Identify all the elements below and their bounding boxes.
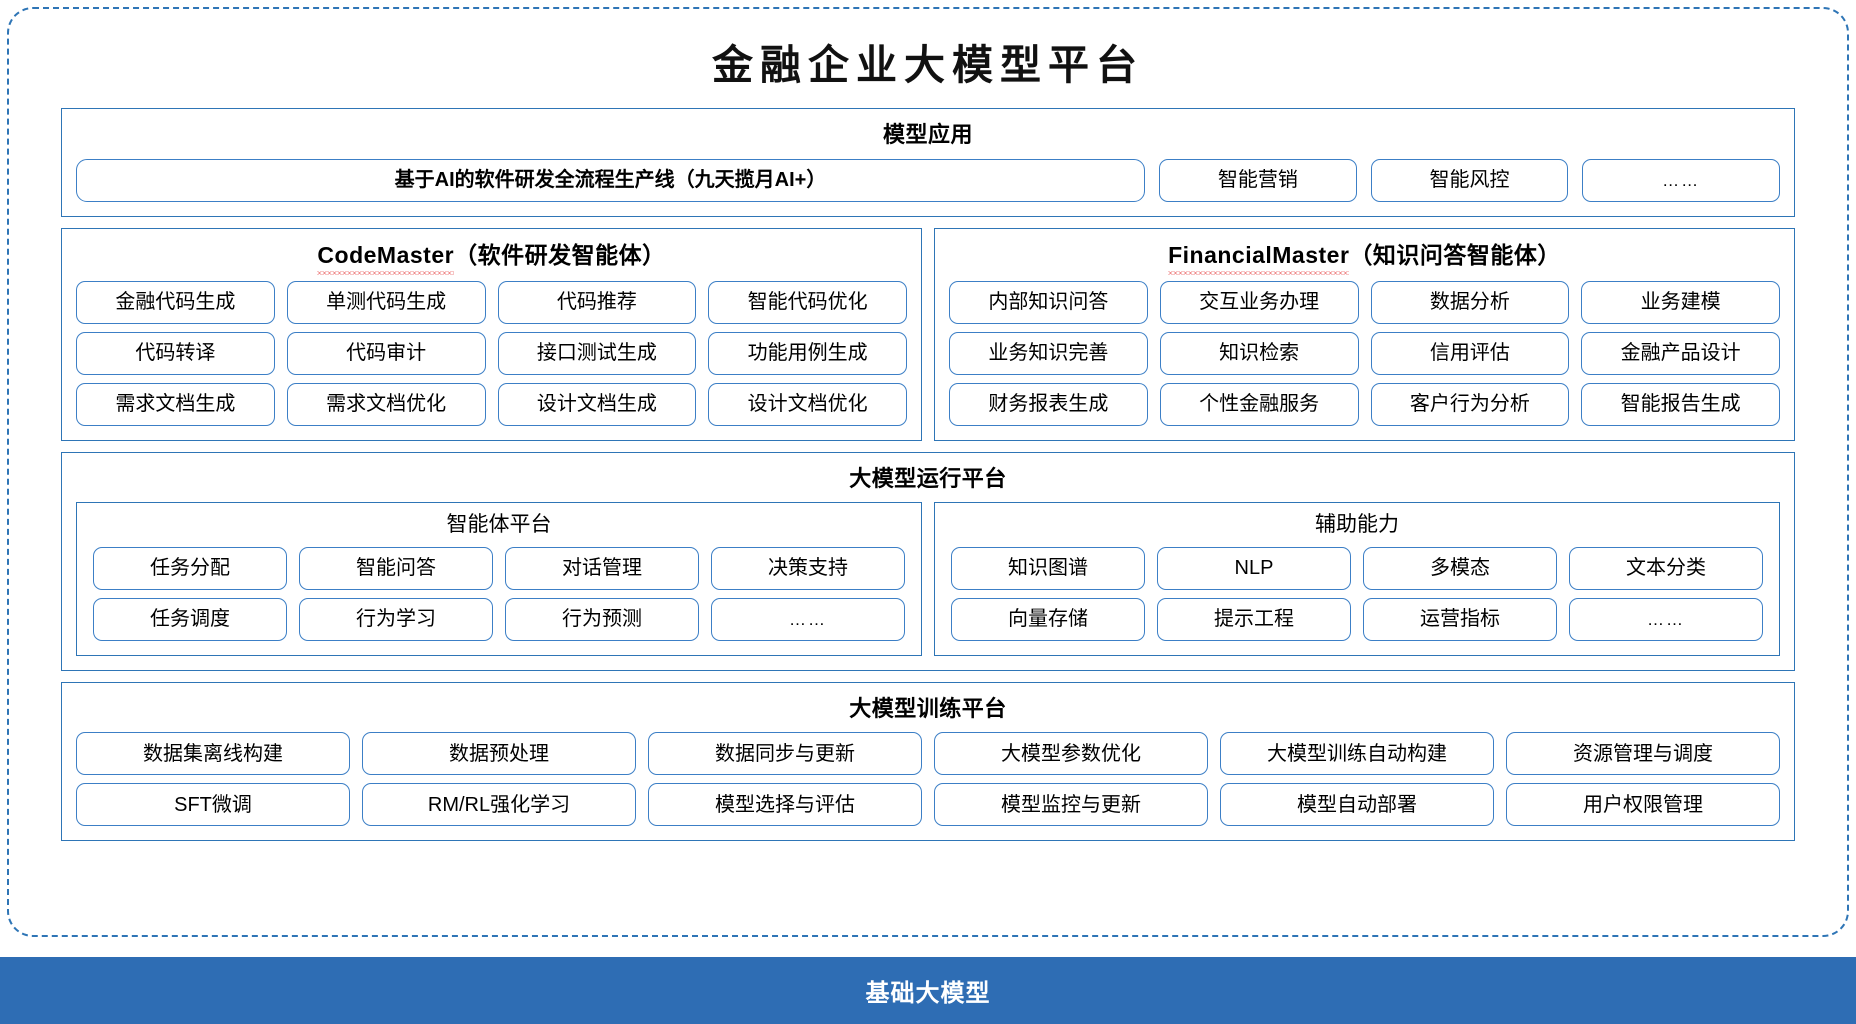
pill-code-master-0-1[interactable]: 单测代码生成 — [286, 280, 486, 324]
auxiliary-row-1: 知识图谱 NLP 多模态 文本分类 — [951, 546, 1763, 590]
code-master-name: CodeMaster — [317, 240, 454, 275]
pill-auxiliary-1-2[interactable]: 运营指标 — [1363, 597, 1557, 641]
pill-training-1-0[interactable]: SFT微调 — [76, 783, 350, 827]
financial-master-row-1: 内部知识问答 交互业务办理 数据分析 业务建模 — [949, 280, 1780, 324]
pill-training-0-5[interactable]: 资源管理与调度 — [1506, 732, 1780, 776]
section-title-model-application: 模型应用 — [882, 122, 973, 147]
pill-agent-platform-1-2[interactable]: 行为预测 — [505, 597, 699, 641]
pill-code-master-0-0[interactable]: 金融代码生成 — [76, 280, 275, 324]
financial-master-row-2: 业务知识完善 知识检索 信用评估 金融产品设计 — [949, 331, 1780, 375]
pill-auxiliary-1-1[interactable]: 提示工程 — [1157, 597, 1351, 641]
model-application-row: 基于AI的软件研发全流程生产线（九天揽月AI+） 智能营销 智能风控 …… — [76, 158, 1781, 202]
page-title: 金融企业大模型平台 — [712, 42, 1144, 88]
pill-agent-platform-more[interactable]: …… — [711, 597, 905, 641]
agent-platform-row-2: 任务调度 行为学习 行为预测 …… — [93, 597, 905, 641]
pill-training-0-3[interactable]: 大模型参数优化 — [934, 732, 1208, 776]
pill-smart-marketing[interactable]: 智能营销 — [1159, 158, 1357, 202]
pill-auxiliary-0-1[interactable]: NLP — [1157, 546, 1351, 590]
agent-platform-row-1: 任务分配 智能问答 对话管理 决策支持 — [93, 546, 905, 590]
pill-auxiliary-0-3[interactable]: 文本分类 — [1569, 546, 1763, 590]
pill-code-master-1-0[interactable]: 代码转译 — [76, 331, 275, 375]
section-code-master: CodeMaster（软件研发智能体） 金融代码生成 单测代码生成 代码推荐 智… — [61, 227, 922, 441]
section-model-application: 模型应用 基于AI的软件研发全流程生产线（九天揽月AI+） 智能营销 智能风控 … — [61, 108, 1795, 217]
pill-training-1-4[interactable]: 模型自动部署 — [1220, 783, 1494, 827]
pill-financial-master-1-3[interactable]: 金融产品设计 — [1581, 331, 1780, 375]
pill-agent-platform-1-0[interactable]: 任务调度 — [93, 597, 287, 641]
pill-agent-platform-0-2[interactable]: 对话管理 — [505, 546, 699, 590]
pill-training-0-1[interactable]: 数据预处理 — [362, 732, 636, 776]
pill-code-master-0-2[interactable]: 代码推荐 — [497, 280, 697, 324]
pill-financial-master-0-2[interactable]: 数据分析 — [1370, 280, 1570, 324]
pill-financial-master-0-1[interactable]: 交互业务办理 — [1159, 280, 1359, 324]
section-title-runtime-platform: 大模型运行平台 — [849, 465, 1007, 491]
platform-outer-container: 金融企业大模型平台 模型应用 基于AI的软件研发全流程生产线（九天揽月AI+） … — [7, 7, 1849, 937]
pill-training-1-1[interactable]: RM/RL强化学习 — [362, 783, 636, 827]
pill-financial-master-0-0[interactable]: 内部知识问答 — [949, 280, 1148, 324]
pill-agent-platform-0-3[interactable]: 决策支持 — [711, 546, 905, 590]
pill-auxiliary-0-2[interactable]: 多模态 — [1363, 546, 1557, 590]
code-master-suffix: （软件研发智能体） — [454, 241, 666, 268]
pill-agent-platform-1-1[interactable]: 行为学习 — [299, 597, 493, 641]
pill-code-master-1-3[interactable]: 功能用例生成 — [708, 331, 907, 375]
section-title-training-platform: 大模型训练平台 — [849, 695, 1007, 721]
training-platform-row-1: 数据集离线构建 数据预处理 数据同步与更新 大模型参数优化 大模型训练自动构建 … — [76, 732, 1780, 776]
pill-training-1-3[interactable]: 模型监控与更新 — [934, 783, 1208, 827]
training-platform-row-2: SFT微调 RM/RL强化学习 模型选择与评估 模型监控与更新 模型自动部署 用… — [76, 783, 1780, 827]
code-master-row-3: 需求文档生成 需求文档优化 设计文档生成 设计文档优化 — [76, 382, 907, 426]
section-financial-master: FinancialMaster（知识问答智能体） 内部知识问答 交互业务办理 数… — [934, 227, 1795, 441]
pill-training-0-4[interactable]: 大模型训练自动构建 — [1220, 732, 1494, 776]
base-model-bar: 基础大模型 — [0, 957, 1856, 1024]
pill-financial-master-1-0[interactable]: 业务知识完善 — [949, 331, 1148, 375]
financial-master-name: FinancialMaster — [1168, 240, 1350, 275]
financial-master-row-3: 财务报表生成 个性金融服务 客户行为分析 智能报告生成 — [949, 382, 1780, 426]
pill-smart-risk-control[interactable]: 智能风控 — [1370, 158, 1569, 202]
pill-auxiliary-more[interactable]: …… — [1569, 597, 1763, 641]
pill-featured-ai-pipeline[interactable]: 基于AI的软件研发全流程生产线（九天揽月AI+） — [76, 158, 1145, 202]
agents-band: CodeMaster（软件研发智能体） 金融代码生成 单测代码生成 代码推荐 智… — [61, 227, 1795, 441]
pill-agent-platform-0-0[interactable]: 任务分配 — [93, 546, 287, 590]
pill-training-0-2[interactable]: 数据同步与更新 — [648, 732, 922, 776]
pill-financial-master-2-3[interactable]: 智能报告生成 — [1581, 382, 1780, 426]
subpanel-title-agent-platform: 智能体平台 — [446, 513, 552, 537]
pill-code-master-2-2[interactable]: 设计文档生成 — [497, 382, 697, 426]
pill-code-master-2-3[interactable]: 设计文档优化 — [708, 382, 907, 426]
pill-auxiliary-0-0[interactable]: 知识图谱 — [951, 546, 1145, 590]
auxiliary-row-2: 向量存储 提示工程 运营指标 …… — [951, 597, 1763, 641]
pill-agent-platform-0-1[interactable]: 智能问答 — [299, 546, 493, 590]
pill-training-1-5[interactable]: 用户权限管理 — [1506, 783, 1780, 827]
pill-financial-master-2-0[interactable]: 财务报表生成 — [949, 382, 1148, 426]
section-training-platform: 大模型训练平台 数据集离线构建 数据预处理 数据同步与更新 大模型参数优化 大模… — [61, 681, 1795, 842]
pill-financial-master-2-1[interactable]: 个性金融服务 — [1159, 382, 1359, 426]
subpanel-auxiliary-capability: 辅助能力 知识图谱 NLP 多模态 文本分类 向量存储 提示工程 运营指标 …… — [934, 502, 1780, 656]
pill-financial-master-2-2[interactable]: 客户行为分析 — [1370, 382, 1570, 426]
pill-code-master-0-3[interactable]: 智能代码优化 — [708, 280, 907, 324]
section-title-financial-master: FinancialMaster（知识问答智能体） — [949, 237, 1780, 281]
pill-financial-master-0-3[interactable]: 业务建模 — [1581, 280, 1780, 324]
pill-code-master-2-1[interactable]: 需求文档优化 — [286, 382, 486, 426]
section-title-code-master: CodeMaster（软件研发智能体） — [76, 237, 907, 281]
subpanel-title-auxiliary-capability: 辅助能力 — [1315, 513, 1399, 537]
code-master-row-2: 代码转译 代码审计 接口测试生成 功能用例生成 — [76, 331, 907, 375]
code-master-row-1: 金融代码生成 单测代码生成 代码推荐 智能代码优化 — [76, 280, 907, 324]
pill-training-0-0[interactable]: 数据集离线构建 — [76, 732, 350, 776]
pill-model-application-more[interactable]: …… — [1582, 158, 1781, 202]
pill-code-master-2-0[interactable]: 需求文档生成 — [76, 382, 275, 426]
runtime-subpanels: 智能体平台 任务分配 智能问答 对话管理 决策支持 任务调度 行为学习 行为预测… — [76, 502, 1780, 656]
pill-auxiliary-1-0[interactable]: 向量存储 — [951, 597, 1145, 641]
subpanel-agent-platform: 智能体平台 任务分配 智能问答 对话管理 决策支持 任务调度 行为学习 行为预测… — [76, 502, 922, 656]
pill-training-1-2[interactable]: 模型选择与评估 — [648, 783, 922, 827]
financial-master-suffix: （知识问答智能体） — [1349, 241, 1561, 268]
pill-code-master-1-1[interactable]: 代码审计 — [286, 331, 486, 375]
pill-financial-master-1-2[interactable]: 信用评估 — [1370, 331, 1570, 375]
pill-financial-master-1-1[interactable]: 知识检索 — [1159, 331, 1359, 375]
section-runtime-platform: 大模型运行平台 智能体平台 任务分配 智能问答 对话管理 决策支持 任务调度 行… — [61, 451, 1795, 671]
pill-code-master-1-2[interactable]: 接口测试生成 — [497, 331, 697, 375]
